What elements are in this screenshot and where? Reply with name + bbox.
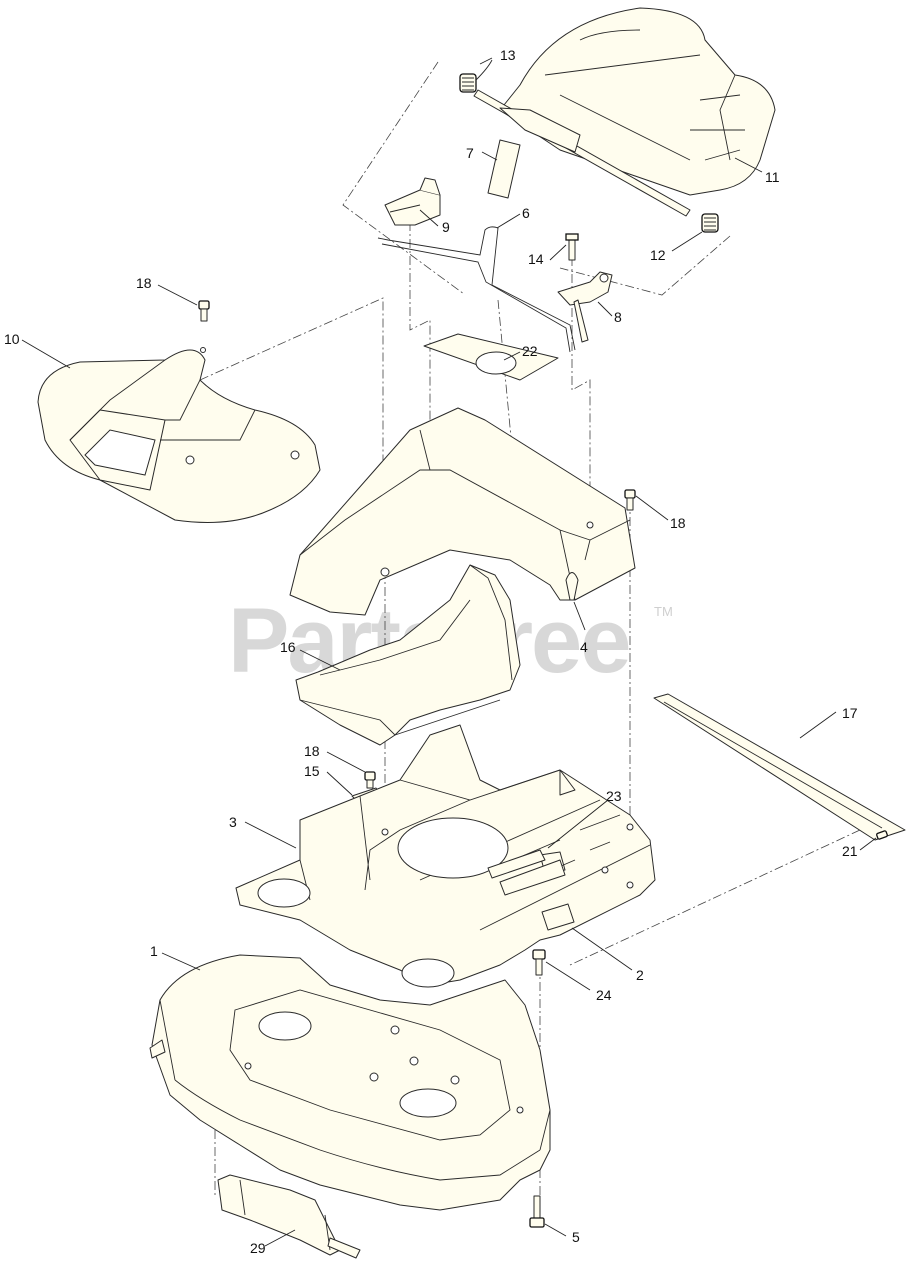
part-latch-bracket-left <box>384 177 441 226</box>
callout-18-right: 18 <box>670 515 686 531</box>
leader-lines <box>21 57 877 1247</box>
callout-29: 29 <box>250 1240 266 1256</box>
part-main-frame <box>235 724 656 988</box>
part-front-hood <box>37 347 321 523</box>
part-bolt-18-right <box>624 489 636 511</box>
part-dash-console <box>289 407 636 616</box>
callout-22: 22 <box>522 343 538 359</box>
part-spring-top <box>459 59 493 93</box>
part-bolt-18-top <box>198 300 210 322</box>
callout-16: 16 <box>280 639 296 655</box>
watermark-trademark: TM <box>654 604 673 619</box>
callout-17: 17 <box>842 705 858 721</box>
callout-2: 2 <box>636 967 644 983</box>
part-bolt-5 <box>529 1195 545 1228</box>
callout-10: 10 <box>4 331 20 347</box>
part-foot-pan <box>295 564 521 746</box>
part-bolt-18-mid <box>364 771 376 789</box>
part-latch-bracket-right <box>557 233 613 343</box>
part-side-rail <box>653 693 906 841</box>
part-bolt-24 <box>532 949 546 976</box>
callout-9: 9 <box>442 219 450 235</box>
part-seat-cover <box>499 7 776 196</box>
callout-4: 4 <box>580 639 588 655</box>
callout-3: 3 <box>229 814 237 830</box>
callout-15: 15 <box>304 763 320 779</box>
callout-7: 7 <box>466 145 474 161</box>
callout-5: 5 <box>572 1229 580 1245</box>
callout-18-mid: 18 <box>304 743 320 759</box>
part-rod-linkage <box>377 226 576 353</box>
part-decal <box>423 333 559 381</box>
part-spring-bottom <box>701 213 719 233</box>
callout-18-top: 18 <box>136 275 152 291</box>
part-decal-23 <box>487 849 566 896</box>
callout-24: 24 <box>596 987 612 1003</box>
part-hinge-rod <box>473 89 691 217</box>
part-screw-21 <box>876 830 888 840</box>
callout-13: 13 <box>500 47 516 63</box>
part-handle <box>487 139 521 199</box>
callout-14: 14 <box>528 251 544 267</box>
callout-8: 8 <box>614 309 622 325</box>
part-small-plate <box>541 903 575 931</box>
callout-1: 1 <box>150 943 158 959</box>
callout-23: 23 <box>606 788 622 804</box>
part-deflector-29 <box>217 1174 361 1259</box>
callout-21: 21 <box>842 843 858 859</box>
callout-6: 6 <box>522 205 530 221</box>
part-mower-deck <box>149 954 551 1211</box>
callout-11: 11 <box>765 169 780 185</box>
callout-12: 12 <box>650 247 666 263</box>
callout-labels: 13 11 7 9 6 14 8 12 18 10 22 18 4 16 17 … <box>4 47 858 1256</box>
